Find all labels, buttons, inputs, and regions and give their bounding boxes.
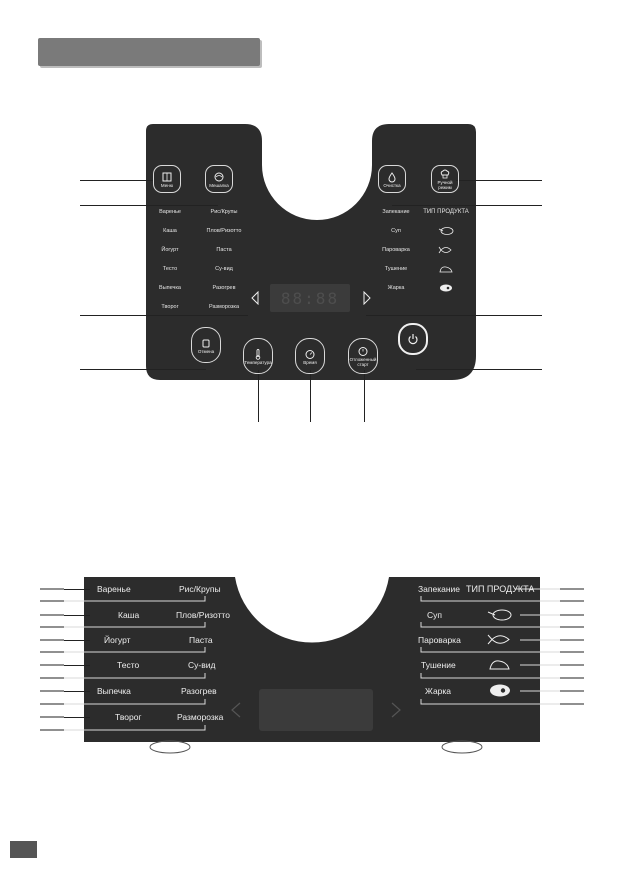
leader-line	[64, 717, 90, 718]
delayed-start-button[interactable]: Отложенный старт	[348, 338, 378, 374]
delayed-start-button-label: Отложенный старт	[349, 357, 377, 367]
leader-line	[310, 370, 311, 422]
right-arrow-icon[interactable]	[362, 291, 372, 305]
program-label[interactable]: Тушение	[384, 266, 408, 272]
menu-book-icon	[162, 172, 172, 181]
leader-line	[456, 180, 542, 181]
program-label[interactable]: Запекание	[418, 584, 460, 594]
leader-line	[64, 589, 90, 590]
program-label[interactable]: Творог	[161, 304, 179, 310]
cleaning-button[interactable]: Очистка	[378, 165, 406, 193]
manual-mode-button[interactable]: Ручной режим	[431, 165, 459, 193]
chef-hat-icon	[440, 169, 450, 179]
clock-icon	[305, 349, 315, 359]
program-label[interactable]: Творог	[115, 712, 142, 722]
program-label[interactable]: Паста	[216, 247, 232, 253]
time-button[interactable]: Время	[295, 338, 325, 374]
program-label[interactable]: Каша	[118, 610, 140, 620]
program-label[interactable]: Жарка	[387, 285, 405, 291]
leader-line	[80, 369, 206, 370]
left-arrow-icon[interactable]	[230, 702, 242, 718]
program-label[interactable]: Разморозка	[208, 304, 240, 310]
program-label[interactable]: Выпечка	[97, 686, 131, 696]
program-label[interactable]: Пароварка	[382, 247, 410, 253]
leader-line	[64, 665, 90, 666]
menu-button[interactable]: Меню	[153, 165, 181, 193]
leader-line	[392, 205, 542, 206]
program-label[interactable]: Выпечка	[159, 285, 181, 291]
program-label[interactable]: Тушение	[421, 660, 456, 670]
display-screen	[259, 689, 373, 731]
power-icon	[408, 334, 418, 345]
program-label[interactable]: Су-вид	[215, 266, 233, 272]
stir-button-label: Мешалка	[209, 182, 229, 188]
program-label[interactable]: Йогурт	[161, 247, 179, 253]
stir-button[interactable]: Мешалка	[205, 165, 233, 193]
poultry-icon	[489, 660, 510, 670]
leader-line	[364, 370, 365, 422]
program-label[interactable]: Рис/Крупы	[179, 584, 221, 594]
program-label[interactable]: Суп	[427, 610, 442, 620]
fish-icon	[487, 634, 510, 645]
program-label[interactable]: Разогрев	[181, 686, 217, 696]
program-label[interactable]: Паста	[189, 635, 213, 645]
program-label[interactable]: Варенье	[97, 584, 131, 594]
left-arrow-icon[interactable]	[250, 291, 260, 305]
meat-icon	[490, 684, 510, 697]
power-button[interactable]	[398, 323, 428, 355]
temperature-button[interactable]: Температура	[243, 338, 273, 374]
program-label[interactable]: Плов/Ризотто	[206, 228, 242, 234]
leader-line	[416, 369, 542, 370]
thermometer-icon	[255, 348, 261, 360]
program-label[interactable]: Тесто	[117, 660, 140, 670]
manual-mode-button-label: Ручной режим	[437, 180, 453, 190]
product-type-label[interactable]: ТИП ПРОДУКТА	[466, 584, 535, 594]
program-label[interactable]: Жарка	[425, 686, 452, 696]
menu-button-label: Меню	[160, 182, 174, 188]
temperature-button-label: Температура	[244, 359, 272, 365]
meat-icon	[440, 284, 452, 292]
program-label[interactable]: Суп	[391, 228, 401, 234]
leader-line	[80, 180, 154, 181]
program-label[interactable]: Варенье	[159, 209, 181, 215]
leader-line	[258, 370, 259, 422]
leader-line	[64, 615, 90, 616]
program-label[interactable]: Каша	[163, 228, 177, 234]
leader-line	[64, 691, 90, 692]
page-number-tab	[10, 841, 37, 858]
poultry-icon	[439, 266, 453, 273]
leader-line	[80, 205, 218, 206]
program-label[interactable]: Запекание	[382, 209, 410, 215]
cleaning-button-label: Очистка	[383, 182, 401, 188]
program-label[interactable]: Пароварка	[418, 635, 461, 645]
program-label[interactable]: Йогурт	[104, 635, 131, 645]
product-type-label[interactable]: ТИП ПРОДУКТА	[423, 209, 469, 215]
program-label[interactable]: Плов/Ризотто	[176, 610, 230, 620]
program-label[interactable]: Разморозка	[177, 712, 224, 722]
time-button-label: Время	[303, 359, 317, 365]
cancel-button-label: Отмена	[197, 348, 215, 354]
drop-icon	[388, 171, 396, 182]
vegetables-icon	[487, 609, 512, 621]
program-label[interactable]: Рис/Крупы	[210, 209, 238, 215]
display-screen: 88:88	[270, 284, 350, 312]
section-title-bar	[38, 38, 260, 66]
display-digits: 88:88	[280, 288, 340, 308]
keep-warm-icon	[202, 339, 210, 347]
vegetables-icon	[438, 227, 454, 235]
stir-icon	[214, 172, 224, 181]
leader-line	[64, 640, 90, 641]
leader-line	[366, 315, 542, 316]
program-label[interactable]: Су-вид	[188, 660, 216, 670]
fish-icon	[438, 246, 452, 254]
cancel-button[interactable]: Отмена	[191, 327, 221, 363]
timer-icon	[358, 347, 368, 356]
leader-line	[80, 315, 248, 316]
program-label[interactable]: Тесто	[162, 266, 178, 272]
right-arrow-icon[interactable]	[390, 702, 402, 718]
program-label[interactable]: Разогрев	[212, 285, 236, 291]
